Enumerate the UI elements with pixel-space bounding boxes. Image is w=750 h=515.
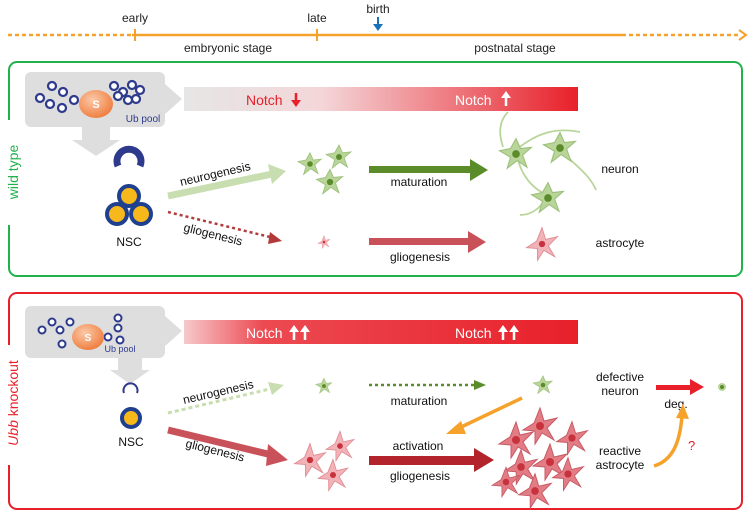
maturation-arrow	[369, 159, 488, 181]
neuron-cell-icon	[530, 182, 564, 213]
notch-gradient-bar	[184, 87, 578, 111]
nsc-cell-icon	[120, 407, 142, 429]
defective-neuron-icon	[532, 375, 553, 394]
astrocyte-label: astrocyte	[596, 236, 645, 250]
s-protein-icon	[79, 90, 113, 118]
neuron-label: neuron	[601, 162, 638, 176]
gliogenesis-arrow	[369, 231, 486, 253]
gliogenesis-arrow	[369, 448, 494, 472]
astrocyte-cell-icon	[526, 227, 558, 261]
nsc-cells-icon	[105, 184, 153, 226]
down-arrow-icon	[72, 127, 120, 156]
knockout-gene: Ubb	[5, 420, 21, 446]
astrocyte-precursor-icon	[317, 235, 331, 249]
reactive-to-degradation-arrow	[653, 404, 689, 468]
timeline-arrowhead	[738, 29, 748, 41]
maturation-label: maturation	[391, 394, 448, 408]
nsc-label: NSC	[118, 435, 144, 449]
reactive-astrocyte-cluster	[491, 407, 588, 509]
notch-label-2: Notch	[455, 325, 492, 341]
astrocyte-cell-icon	[317, 459, 349, 491]
ub-molecule-icon	[37, 313, 125, 349]
ub-chain-icon	[122, 382, 139, 394]
reactive-astrocyte-icon	[556, 421, 588, 455]
label-late: late	[307, 11, 327, 25]
gliogenesis-label: gliogenesis	[390, 469, 450, 483]
notch-low-label: Notch	[246, 92, 283, 108]
label-early: early	[122, 11, 148, 25]
degraded-neuron-icon	[718, 383, 726, 391]
neuron-cell-icon	[316, 168, 344, 195]
double-up-arrow-icon	[498, 325, 519, 340]
ub-pool-box: S Ub pool	[25, 306, 182, 384]
s-label: S	[85, 333, 92, 344]
astrocyte-cell-icon	[325, 430, 355, 462]
activation-arrow	[446, 396, 523, 434]
question-mark: ?	[688, 438, 695, 453]
s-protein-icon	[72, 324, 104, 350]
s-label: S	[92, 99, 99, 111]
neuron-cell-icon	[297, 152, 322, 175]
neurogenesis-arrow	[167, 164, 286, 200]
ub-chain-icon	[113, 145, 145, 168]
defective-neuron-label-2: neuron	[601, 384, 638, 398]
neuron-cell-icon	[325, 144, 352, 169]
nsc-label: NSC	[116, 235, 142, 249]
birth-arrow-icon	[373, 17, 383, 31]
knockout-label: Ubb knockout	[5, 360, 21, 446]
defective-neuron-label-1: defective	[596, 370, 644, 384]
double-up-arrow-icon	[289, 325, 310, 340]
activation-label: activation	[393, 439, 444, 453]
maturation-label: maturation	[391, 175, 448, 189]
knockout-panel: Ubb knockout S Ub pool Notch Notch	[5, 292, 743, 510]
notch-label-1: Notch	[246, 325, 283, 341]
maturation-dotted-arrow	[369, 380, 486, 390]
timeline: early late birth embryonic stage postnat…	[8, 2, 748, 55]
wild-type-panel: wild type S Ub pool Notch Notch	[5, 61, 743, 277]
gliogenesis-diag-label: gliogenesis	[182, 220, 244, 248]
down-arrow-icon	[291, 93, 301, 107]
astrocyte-cell-icon	[294, 443, 326, 477]
up-arrow-icon	[501, 91, 511, 106]
ub-pool-label: Ub pool	[104, 344, 135, 354]
reactive-astrocyte-icon	[518, 473, 552, 509]
reactive-astrocyte-label-1: reactive	[599, 444, 641, 458]
neuron-cell-icon	[542, 132, 576, 163]
reactive-astrocyte-label-2: astrocyte	[596, 458, 645, 472]
neurogenesis-dotted-arrow	[167, 382, 284, 415]
label-embryonic: embryonic stage	[184, 41, 272, 55]
wild-type-label: wild type	[5, 145, 21, 201]
label-birth: birth	[366, 2, 389, 16]
gliogenesis-label: gliogenesis	[390, 250, 450, 264]
ub-pool-label: Ub pool	[126, 114, 160, 125]
knockout-label-rest: knockout	[5, 360, 21, 420]
reactive-astrocyte-icon	[522, 407, 558, 445]
gliogenesis-dotted-arrow	[167, 210, 282, 244]
gliogenesis-thick-arrow	[167, 426, 288, 466]
notch-high-label: Notch	[455, 92, 492, 108]
degradation-arrow	[656, 379, 704, 395]
ub-molecule-icon	[34, 79, 146, 114]
neuron-cell-icon	[315, 378, 332, 394]
ub-pool-box: S Ub pool	[25, 72, 182, 156]
label-postnatal: postnatal stage	[474, 41, 556, 55]
down-arrow-icon	[110, 358, 150, 384]
